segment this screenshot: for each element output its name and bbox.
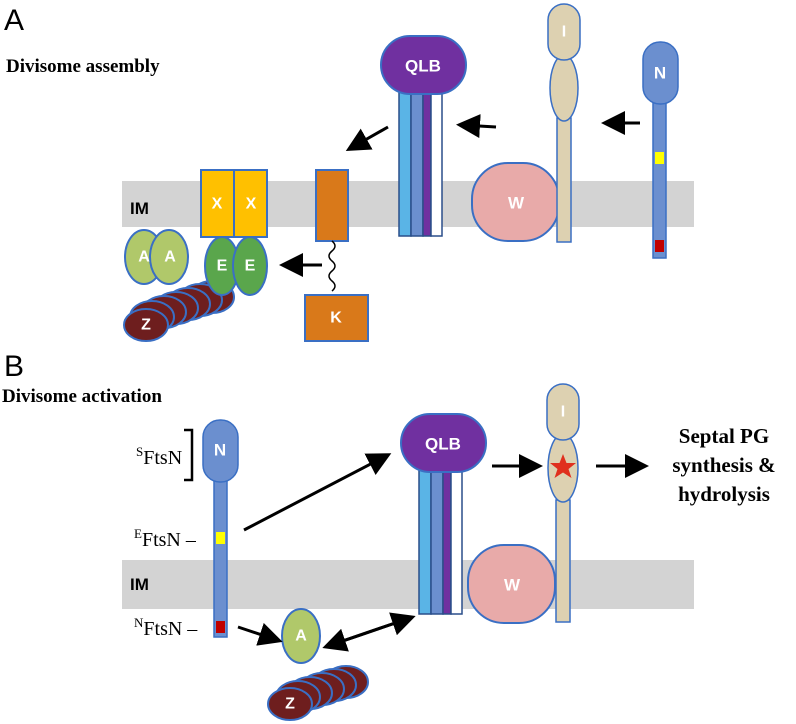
sftsn-bracket	[184, 428, 194, 482]
panel-a-title: Divisome assembly	[6, 56, 160, 77]
ftsqlb-complex-b: QLB	[400, 413, 487, 615]
ftsa-label-a2: A	[164, 249, 176, 266]
ftsz-polymer-b: Z	[267, 665, 369, 721]
activation-star-icon	[550, 454, 576, 478]
arrow-a-qlb-back	[322, 620, 399, 652]
ftsx-label-1: X	[212, 196, 223, 213]
ftsqlb-complex-a: QLB	[380, 35, 467, 237]
ftsa-label-a1: A	[138, 249, 150, 266]
panel-b-letter: B	[4, 350, 24, 383]
outcome-line-1: Septal PG	[679, 424, 769, 448]
outcome-line-2: synthesis &	[672, 453, 775, 477]
arrow-i-to-qlb	[456, 114, 497, 139]
ftsz-label-b: Z	[285, 696, 295, 713]
outcome-line-3: hydrolysis	[678, 482, 770, 506]
ftse-label-2: E	[245, 258, 256, 275]
ftsk-protein: K	[304, 169, 369, 342]
ftsx-label-2: X	[246, 196, 257, 213]
inner-membrane-b	[122, 560, 694, 609]
ftsz-polymer-a: Z	[123, 280, 235, 342]
panel-a: A Divisome assembly IM Z A A X	[4, 3, 694, 342]
arrow-nftsn-to-a	[237, 622, 283, 646]
ftsn-label-b: N	[214, 441, 226, 460]
eftsn-label: EFtsN –	[134, 526, 197, 551]
ftsx-pair: X X	[200, 169, 268, 238]
ftsw-label-a: W	[508, 194, 525, 213]
qlb-label-b: QLB	[425, 435, 461, 454]
ftsw-label-b: W	[504, 576, 521, 595]
arrow-qlb-to-k	[345, 125, 389, 151]
ftsz-label-a: Z	[141, 317, 151, 334]
sftsn-label: SFtsN	[136, 444, 182, 469]
ftsa-label-b: A	[295, 628, 307, 645]
ftsi-label-b: I	[561, 404, 565, 421]
panel-b: B Divisome activation IM N SFtsN EFtsN –…	[2, 350, 776, 721]
nftsn-label: NFtsN –	[134, 615, 198, 640]
ftsk-label: K	[330, 310, 342, 327]
ftse-label-1: E	[217, 258, 228, 275]
panel-a-letter: A	[4, 4, 24, 37]
ftse-pair: E E	[204, 236, 268, 296]
ftsa-pair-a: A A	[124, 229, 189, 285]
ftsi-protein-b: I	[546, 383, 580, 623]
ftsn-protein-a: N	[642, 41, 679, 259]
arrow-eftsn-to-qlb	[243, 453, 392, 532]
membrane-label-b: IM	[130, 575, 149, 594]
ftsi-label-a: I	[562, 24, 566, 41]
membrane-label-a: IM	[130, 199, 149, 218]
ftsw-protein-b: W	[467, 544, 556, 624]
ftsa-protein-b: A	[281, 608, 321, 664]
qlb-label-a: QLB	[405, 57, 441, 76]
ftsn-protein-b: N	[202, 419, 239, 638]
ftsw-protein-a: W	[471, 162, 560, 242]
ftsi-protein-a: I	[547, 3, 581, 243]
ftsn-label-a: N	[654, 64, 666, 83]
panel-b-title: Divisome activation	[2, 386, 162, 407]
